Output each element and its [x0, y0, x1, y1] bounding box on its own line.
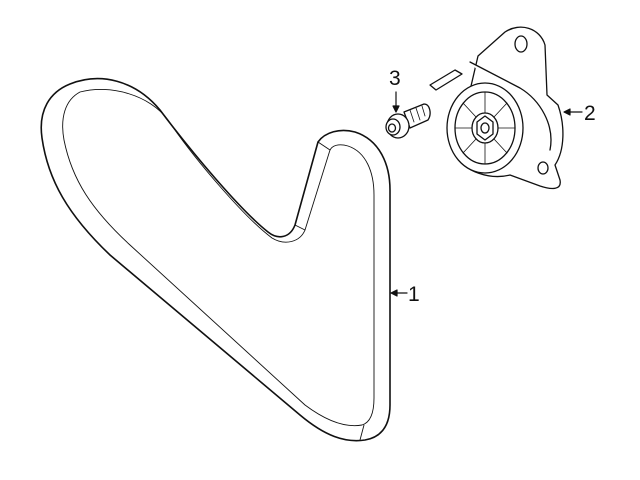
- serpentine-belt: [40, 77, 391, 442]
- callout-3: 3: [389, 67, 401, 90]
- tensioner-bolt: [385, 103, 431, 139]
- belt-tensioner: [429, 26, 564, 190]
- callout-2: 2: [584, 102, 596, 125]
- arrowhead-2: [563, 108, 571, 116]
- callout-1: 1: [408, 283, 420, 306]
- arrowhead-1: [390, 289, 398, 297]
- callout-leaders: [390, 91, 583, 297]
- arrowhead-3: [392, 105, 400, 113]
